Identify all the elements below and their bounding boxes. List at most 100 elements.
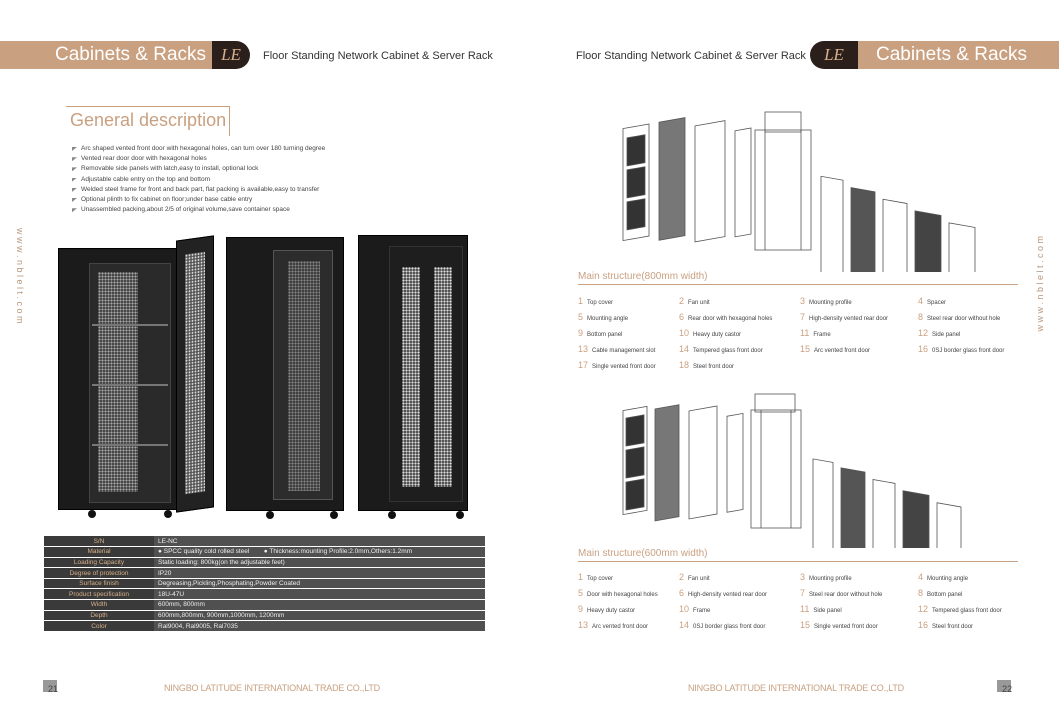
- right-page-number: 22: [1002, 684, 1013, 694]
- part-number: 14: [679, 344, 690, 354]
- part-number: 1: [578, 296, 584, 306]
- part-number: 18: [679, 360, 690, 370]
- left-logo-text: LE: [221, 45, 241, 64]
- spec-value-part: Thickness:mounting Profile:2.0mm,Others:…: [269, 548, 413, 556]
- part-number: 6: [679, 312, 685, 322]
- spec-row: Material● SPCC quality cold rolled steel…: [44, 546, 485, 558]
- left-brand-bar: Cabinets & Racks: [0, 41, 212, 69]
- cabinet-photo-glass-door: [226, 231, 344, 521]
- spec-key: Surface finish: [44, 578, 154, 590]
- part-number: 10: [679, 328, 690, 338]
- cabinet-photo-open-door: [58, 235, 218, 520]
- part-label: Heavy duty castor: [693, 332, 742, 338]
- part-number: 5: [578, 588, 584, 598]
- spec-key: S/N: [44, 536, 154, 548]
- open-door: [176, 235, 214, 513]
- door-mesh: [402, 267, 420, 487]
- spec-value: LE-NC: [154, 536, 485, 548]
- cabinet-body: [58, 248, 178, 510]
- part-number: 9: [578, 328, 584, 338]
- part-number: 1: [578, 572, 584, 582]
- part-number: 3: [800, 296, 806, 306]
- part-label: Cable management slot: [592, 348, 656, 354]
- spec-key: Width: [44, 599, 154, 611]
- spec-key: Material: [44, 546, 154, 558]
- part-label: Mounting profile: [809, 576, 852, 582]
- part-number: 8: [918, 312, 924, 322]
- front-door: [389, 246, 463, 502]
- part-label: Steel rear door without hole: [809, 592, 883, 598]
- exploded-diagram-800mm-svg: [622, 111, 976, 272]
- part-label: Single vented front door: [814, 624, 878, 630]
- left-vertical-url: w w w . n b l e l t . c o m: [13, 228, 25, 328]
- part-label: Top cover: [587, 300, 614, 306]
- feature-list: Arc shaped vented front door with hexago…: [72, 144, 372, 215]
- part-number: 3: [800, 572, 806, 582]
- part-number: 5: [578, 312, 584, 322]
- glass-front: [273, 250, 333, 500]
- part-number: 4: [918, 572, 924, 582]
- part-number: 13: [578, 620, 589, 630]
- part-number: 4: [918, 296, 924, 306]
- spec-value: 600mm,800mm, 900mm,1000mm, 1200mm: [154, 610, 485, 622]
- left-page-number: 21: [48, 684, 59, 694]
- part-label: Fan unit: [688, 300, 710, 306]
- part-number: 15: [800, 620, 811, 630]
- castor: [330, 511, 338, 519]
- spec-value: 600mm, 800mm: [154, 599, 485, 611]
- spec-value: Degreasing,Pickling,Phosphating,Powder C…: [154, 578, 485, 590]
- part-label: Rear door with hexagonal holes: [688, 316, 773, 322]
- feature-item: Vented rear door door with hexagonal hol…: [72, 154, 372, 164]
- castor: [164, 510, 172, 518]
- general-description-frame: [66, 106, 230, 136]
- left-page-number-box: [43, 680, 57, 692]
- right-logo: LE: [810, 41, 858, 69]
- castor: [456, 511, 464, 519]
- feature-item: Adjustable cable entry on the top and bo…: [72, 175, 372, 185]
- part-label: Tempered glass front door: [932, 608, 1002, 614]
- feature-item: Welded steel frame for front and back pa…: [72, 185, 372, 195]
- shelf: [92, 384, 168, 386]
- part-number: 7: [800, 312, 806, 322]
- left-subtitle: Floor Standing Network Cabinet & Server …: [263, 50, 493, 62]
- left-footer-company: NINGBO LATITUDE INTERNATIONAL TRADE CO.,…: [164, 683, 380, 693]
- part-number: 7: [800, 588, 806, 598]
- shelf: [92, 444, 168, 446]
- part-label: Mounting angle: [927, 576, 969, 582]
- spec-key: Product specification: [44, 588, 154, 601]
- part-label: Steel front door: [932, 624, 974, 630]
- part-number: 16: [918, 344, 929, 354]
- part-number: 13: [578, 344, 589, 354]
- part-label: High-density vented rear door: [688, 592, 768, 598]
- part-number: 14: [679, 620, 690, 630]
- part-number: 8: [918, 588, 924, 598]
- part-label: High-density vented rear door: [809, 316, 889, 322]
- cabinet-interior: [89, 263, 171, 503]
- part-label: Bottom panel: [927, 592, 963, 598]
- part-label: Arc vented front door: [814, 348, 871, 354]
- part-number: 6: [679, 588, 685, 598]
